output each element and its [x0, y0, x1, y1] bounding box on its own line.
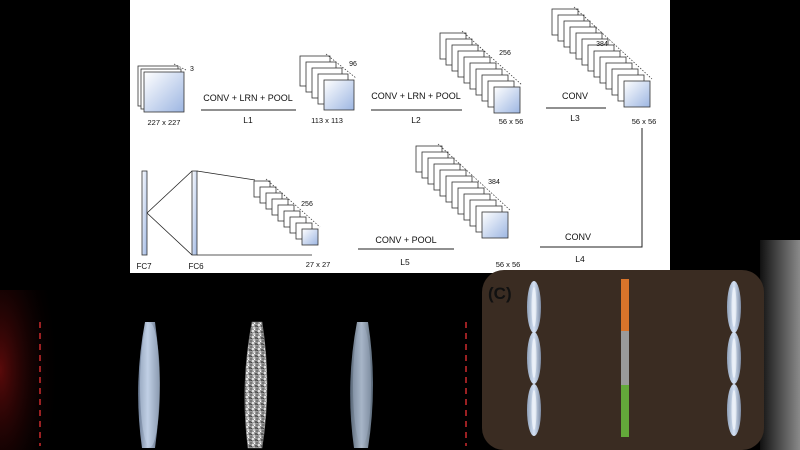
block-1-volume [299, 53, 357, 111]
block-1-depth: 96 [349, 61, 357, 68]
block-4-volume [415, 143, 511, 239]
lens-column-right [727, 281, 741, 436]
panel-c: (C) [482, 270, 764, 450]
bar-orange [621, 279, 629, 331]
block-2-dims: 56 x 56 [499, 117, 524, 126]
panel-c-label: (C) [488, 284, 512, 303]
feature-map [301, 228, 319, 246]
lens-column-left [527, 281, 541, 436]
stage-1-layer: L1 [243, 115, 253, 125]
fc7-bar [141, 170, 148, 256]
lens-highlight [531, 287, 537, 327]
optical-setup [39, 321, 467, 449]
input-dims-label: 227 x 227 [148, 118, 181, 127]
block-3-depth: 384 [596, 41, 608, 48]
lens-1 [138, 322, 160, 448]
block-5-depth: 256 [301, 201, 313, 208]
bar-gray [621, 331, 629, 385]
stage-2-op: CONV + LRN + POOL [371, 91, 461, 101]
lens-highlight [531, 390, 537, 430]
bar-green [621, 385, 629, 437]
block-4-depth: 384 [488, 179, 500, 186]
feature-map [481, 211, 509, 239]
lens-highlight [531, 338, 537, 378]
lens-highlight [731, 390, 737, 430]
block-3-volume [551, 6, 653, 108]
diffuser-plate [244, 321, 268, 449]
stage-5-op: CONV + POOL [375, 235, 436, 245]
block-1-dims: 113 x 113 [311, 116, 343, 125]
fc7-label: FC7 [136, 262, 152, 271]
stage-3-op: CONV [562, 91, 588, 101]
lens-highlight [731, 287, 737, 327]
depth-indicator [461, 30, 523, 86]
fc6-bar [191, 170, 198, 256]
block-2-volume [439, 30, 523, 114]
depth-indicator [325, 53, 357, 79]
stage-4-op: CONV [565, 232, 591, 242]
feature-map [623, 80, 651, 108]
feature-map [493, 86, 521, 114]
depth-indicator [265, 178, 321, 228]
fc6-connect-top [196, 170, 256, 181]
input-volume [137, 63, 187, 113]
stage-2-layer: L2 [411, 115, 421, 125]
lens-highlight [731, 338, 737, 378]
stage-5-layer: L5 [400, 257, 410, 267]
fc7-connect-bottom [146, 212, 193, 256]
depth-indicator [437, 143, 511, 211]
block-3-dims: 56 x 56 [632, 117, 657, 126]
block-2-depth: 256 [499, 50, 511, 57]
fc7-connect-top [146, 170, 193, 214]
feature-map [323, 79, 355, 111]
stage-3-layer: L3 [570, 113, 580, 123]
depth-indicator [573, 6, 653, 80]
block-5-volume [253, 178, 321, 246]
lens-2 [350, 322, 373, 448]
stage-1-op: CONV + LRN + POOL [203, 93, 293, 103]
right-edge-fade [760, 240, 800, 450]
stage-4-layer: L4 [575, 254, 585, 264]
depth-indicator [173, 63, 187, 71]
block-4-dims: 56 x 56 [496, 260, 521, 269]
feature-map [143, 71, 185, 113]
block-5-dims: 27 x 27 [306, 260, 331, 269]
red-glow [0, 290, 60, 450]
fc6-label: FC6 [188, 262, 204, 271]
cnn-architecture-diagram: 227 x 227 3 113 x 113 96 56 x 56 256 56 … [130, 0, 670, 273]
stage-4-arrow [540, 128, 643, 248]
input-depth-label: 3 [190, 66, 194, 73]
